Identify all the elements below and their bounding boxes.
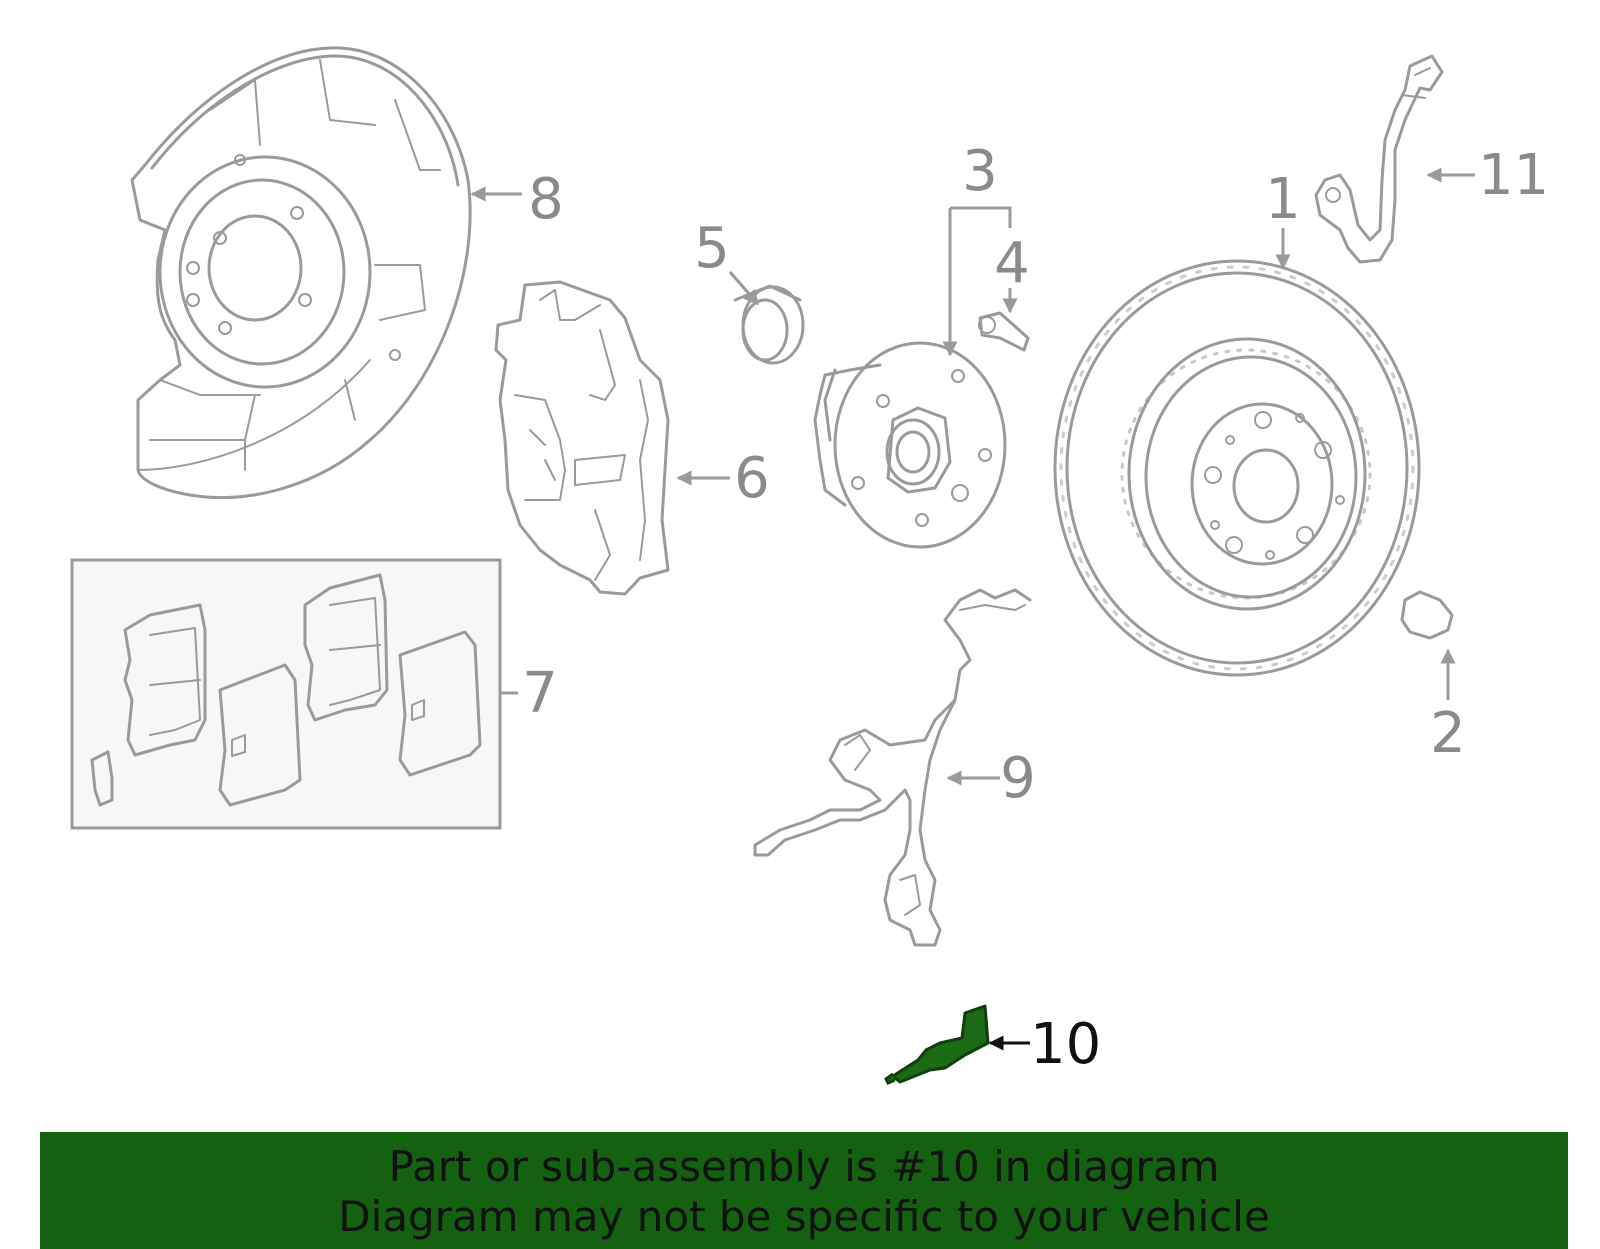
callout-2: 2 [1430, 701, 1466, 766]
part-11-brake-hose [1314, 54, 1444, 264]
callout-10: 10 [1030, 1012, 1101, 1077]
callout-5: 5 [694, 216, 730, 281]
callout-11: 11 [1478, 143, 1549, 208]
part-10-sensor-highlight [884, 1004, 990, 1085]
part-5-hub-cap [733, 284, 805, 365]
callout-3: 3 [962, 139, 998, 204]
part-6-caliper [494, 280, 670, 596]
callout-6: 6 [734, 446, 770, 511]
leader-lines [470, 167, 1475, 1051]
callout-1: 1 [1265, 167, 1301, 232]
part-7-pad-kit [70, 558, 502, 830]
part-2-plug [1400, 590, 1454, 640]
part-4-bolt [978, 311, 1030, 352]
part-1-rotor [1053, 259, 1421, 677]
callout-7: 7 [522, 661, 558, 726]
banner-line-1: Part or sub-assembly is #10 in diagram [388, 1142, 1220, 1191]
callout-4: 4 [994, 231, 1030, 296]
part-9-sensor-wire [753, 588, 1032, 947]
callout-9: 9 [1000, 746, 1036, 811]
part-8-dust-shield [130, 46, 472, 499]
part-3-hub [813, 341, 1007, 549]
banner-line-2: Diagram may not be specific to your vehi… [338, 1192, 1270, 1241]
callout-8: 8 [528, 167, 564, 232]
info-banner: Part or sub-assembly is #10 in diagram D… [40, 1132, 1568, 1249]
